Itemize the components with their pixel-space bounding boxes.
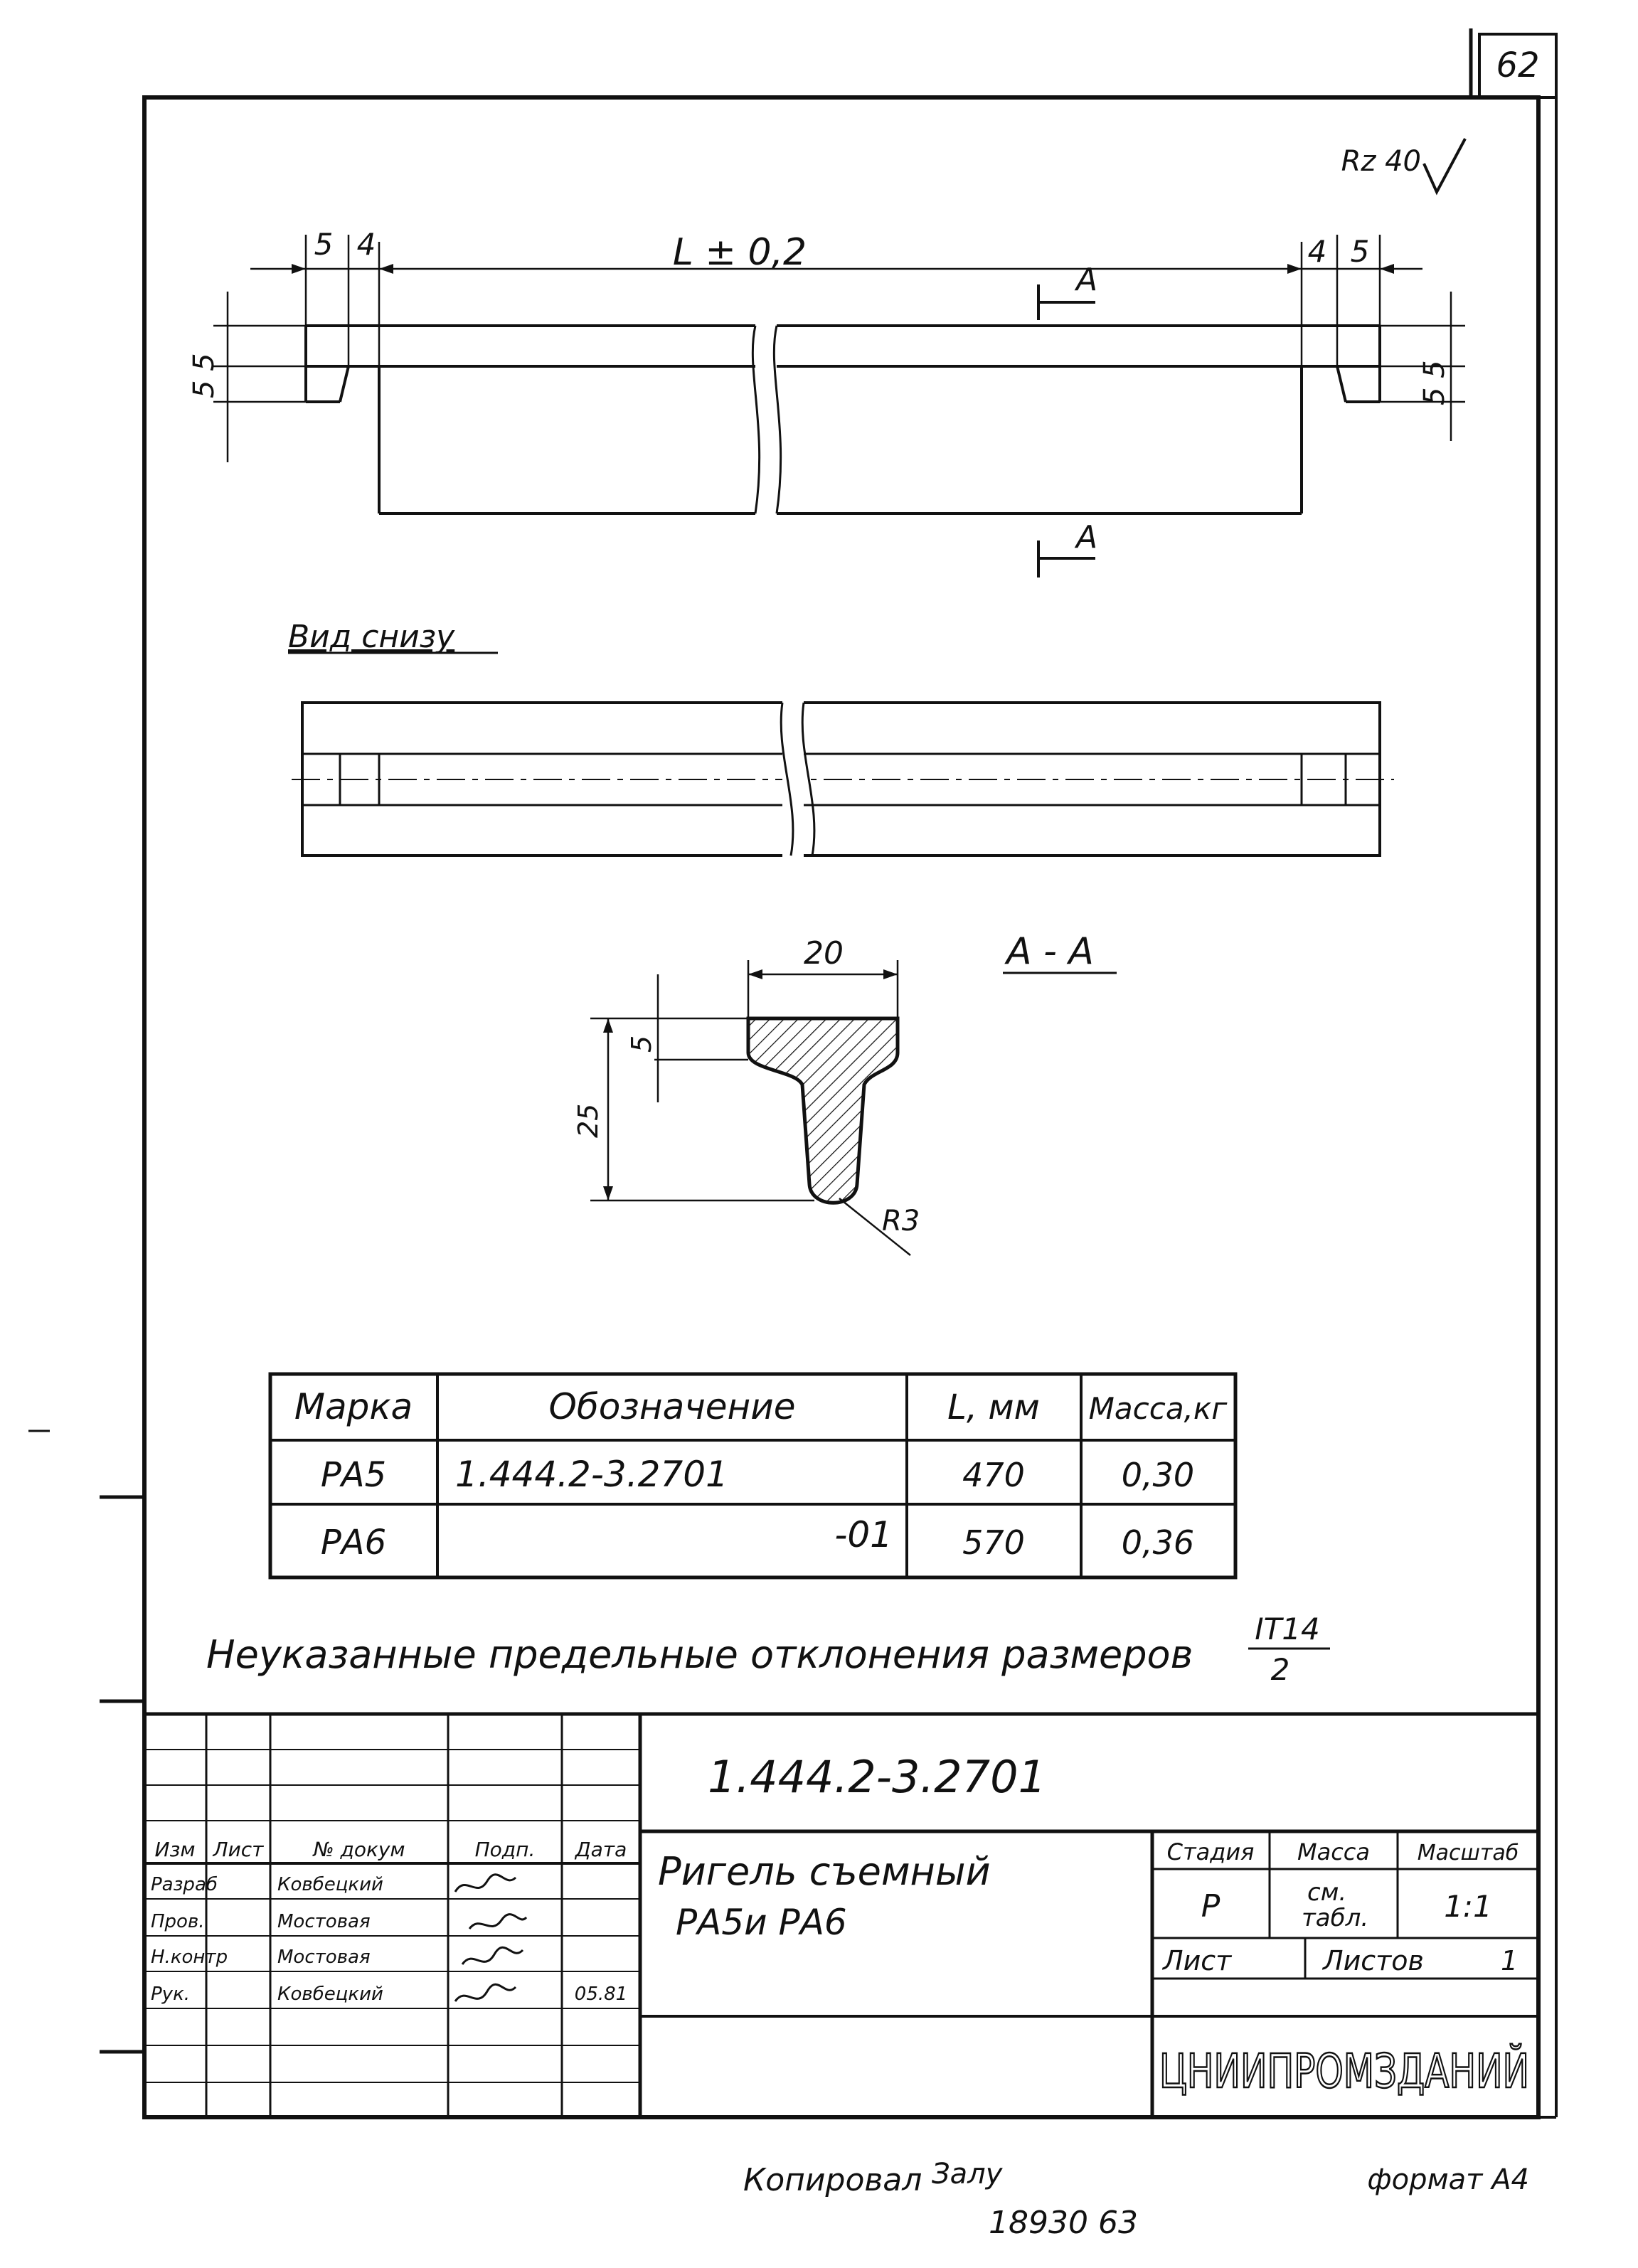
table-header-length: L, мм xyxy=(947,1388,1040,1427)
mass-value-line2: табл. xyxy=(1302,1904,1368,1932)
roughness-label: Rz 40 xyxy=(1341,145,1421,178)
scale-header: Масштаб xyxy=(1418,1841,1519,1865)
tolerance-note: Неуказанные предельные отклонения размер… xyxy=(206,1632,1193,1677)
organization-name: ЦНИИПРОМЗДАНИЙ xyxy=(1159,2043,1529,2099)
signer-role-1: Разраб xyxy=(151,1874,218,1895)
dim-left-1: 5 xyxy=(314,227,334,262)
tolerance-fraction-numerator: IT14 xyxy=(1255,1612,1320,1646)
signature-1 xyxy=(454,1873,517,1892)
rev-header-sheet: Лист xyxy=(213,1838,265,1861)
section-flange-label: 5 xyxy=(626,1035,657,1053)
sheets-label: Листов xyxy=(1321,1945,1424,1976)
table-row-2-length: 570 xyxy=(962,1523,1025,1562)
copied-label: Копировал xyxy=(743,2162,922,2198)
signer-role-2: Пров. xyxy=(151,1911,205,1932)
section-mark-bottom: A xyxy=(1074,519,1097,555)
mass-header: Масса xyxy=(1297,1838,1370,1865)
inventory-number: 18930 63 xyxy=(989,2205,1138,2241)
rev-header-change: Изм xyxy=(155,1838,196,1861)
approval-date: 05.81 xyxy=(575,1984,627,2005)
section-radius-label: R3 xyxy=(882,1205,920,1237)
signer-name-2: Мостовая xyxy=(277,1911,371,1932)
signature-3 xyxy=(461,1946,524,1965)
copied-signature: Залу xyxy=(932,2158,1004,2190)
table-row-1-designation: 1.444.2-3.2701 xyxy=(455,1454,728,1495)
vertical-dim-right: 5 5 xyxy=(1418,360,1451,405)
sheet-label: Лист xyxy=(1161,1945,1233,1976)
table-header-mass: Масса,кг xyxy=(1089,1391,1228,1426)
table-row-2-mark: РА6 xyxy=(321,1523,386,1562)
rev-header-doc: № докум xyxy=(312,1838,405,1861)
table-header-mark: Марка xyxy=(294,1386,413,1427)
table-row-2-mass: 0,36 xyxy=(1122,1523,1194,1562)
bottom-view-title: Вид снизу xyxy=(288,619,455,655)
front-view: L ± 0,2 5 4 4 5 5 5 5 5 A A xyxy=(188,227,1465,577)
length-label: L ± 0,2 xyxy=(673,231,807,274)
signer-role-4: Рук. xyxy=(151,1984,190,2005)
roughness-symbol xyxy=(1422,138,1467,196)
stage-header: Стадия xyxy=(1167,1838,1255,1865)
signature-4 xyxy=(454,1983,517,2002)
section-width-label: 20 xyxy=(804,935,844,971)
signer-role-3: Н.контр xyxy=(151,1947,228,1968)
table-header-designation: Обозначение xyxy=(549,1386,796,1427)
signer-name-1: Ковбецкий xyxy=(277,1874,383,1895)
table-row-1-mark: РА5 xyxy=(321,1455,386,1495)
tolerance-fraction-denominator: 2 xyxy=(1271,1652,1290,1687)
product-name-line2: РА5и РА6 xyxy=(676,1902,847,1943)
dim-left-2: 4 xyxy=(357,227,376,262)
title-block: Изм Лист № докум Подп. Дата Разраб Ковбе… xyxy=(144,1712,1538,2117)
sheet-frame xyxy=(142,95,1541,2119)
section-height-label: 25 xyxy=(573,1104,604,1138)
vertical-dim-left: 5 5 xyxy=(188,353,220,398)
stage-value: Р xyxy=(1201,1888,1220,1924)
table-row-1-mass: 0,30 xyxy=(1122,1456,1194,1494)
sheets-value: 1 xyxy=(1501,1945,1518,1976)
bottom-view xyxy=(292,698,1394,861)
signer-name-4: Ковбецкий xyxy=(277,1984,383,2005)
signature-2 xyxy=(468,1913,528,1929)
section-title: А - А xyxy=(1004,930,1094,973)
rev-header-date: Дата xyxy=(574,1838,627,1861)
format-label: формат А4 xyxy=(1367,2163,1529,2196)
sheet-number-box xyxy=(1478,33,1558,99)
table-row-1-length: 470 xyxy=(962,1456,1025,1494)
scale-value: 1:1 xyxy=(1444,1889,1492,1924)
sheet-number: 62 xyxy=(1496,46,1539,85)
mass-value-line1: см. xyxy=(1307,1878,1346,1907)
table-row-2-designation: -01 xyxy=(834,1514,893,1555)
dim-right-1: 4 xyxy=(1308,234,1327,269)
spec-table: Марка Обозначение L, мм Масса,кг РА5 1.4… xyxy=(268,1372,1238,1580)
document-code: 1.444.2-3.2701 xyxy=(708,1751,1046,1803)
section-mark-top: A xyxy=(1074,262,1097,298)
product-name-line1: Ригель съемный xyxy=(658,1849,991,1894)
dim-right-2: 5 xyxy=(1351,234,1370,269)
section-view: 20 5 25 R3 xyxy=(573,935,920,1256)
rev-header-sign: Подп. xyxy=(475,1838,536,1861)
signer-name-3: Мостовая xyxy=(277,1947,371,1968)
